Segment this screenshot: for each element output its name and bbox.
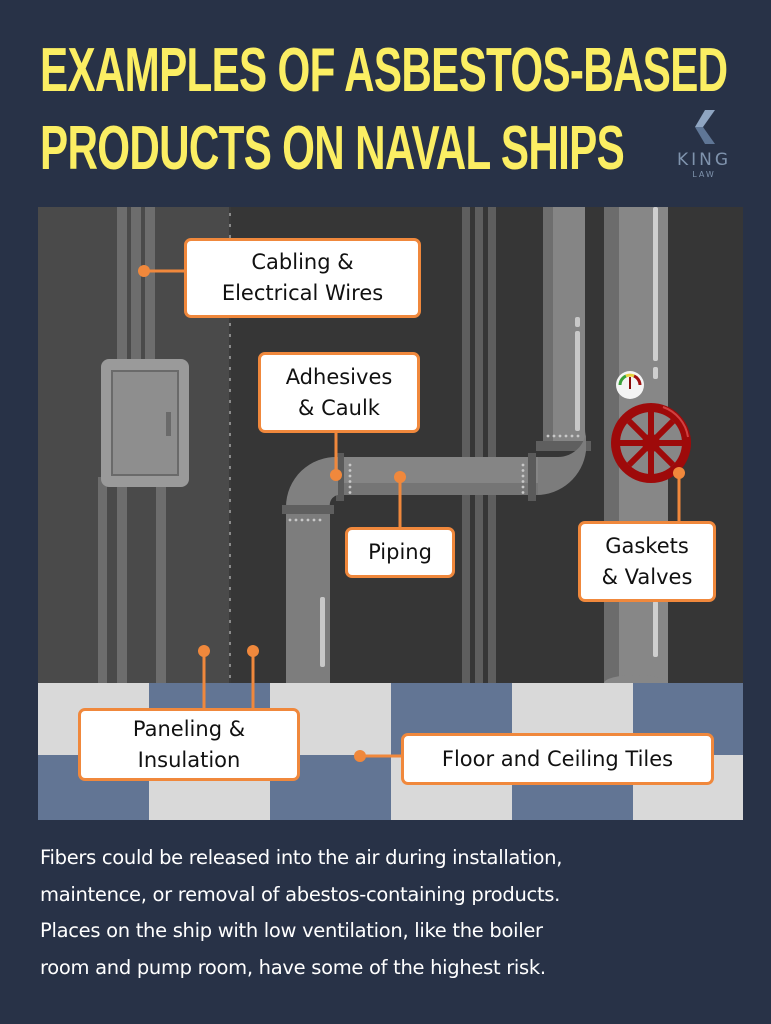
rivet bbox=[306, 518, 310, 522]
seam-rivet bbox=[229, 334, 231, 337]
seam-rivet bbox=[229, 642, 231, 645]
callout-paneling: Paneling & Insulation bbox=[78, 708, 300, 781]
rivet bbox=[552, 434, 556, 438]
seam-rivet bbox=[229, 653, 231, 656]
logo-sub: LAW bbox=[692, 170, 716, 179]
callout-gaskets-line2: & Valves bbox=[601, 564, 693, 589]
rivet bbox=[576, 434, 580, 438]
pipe-rivets bbox=[288, 434, 580, 522]
seam-rivet bbox=[229, 224, 231, 227]
seam-rivet bbox=[229, 455, 231, 458]
rivet bbox=[348, 491, 352, 494]
seam-rivet bbox=[229, 400, 231, 403]
seam-rivet bbox=[229, 367, 231, 370]
seam-rivet bbox=[229, 554, 231, 557]
seam-rivet bbox=[229, 576, 231, 579]
rivet bbox=[348, 474, 352, 478]
seam-rivet bbox=[229, 488, 231, 491]
logo-brand: KING bbox=[676, 150, 732, 170]
seam-rivet bbox=[229, 356, 231, 359]
seam-rivet bbox=[229, 609, 231, 612]
electrical-box bbox=[101, 359, 189, 487]
seam-rivet bbox=[229, 510, 231, 513]
callout-gaskets: Gaskets & Valves bbox=[578, 521, 716, 602]
seam-rivet bbox=[229, 477, 231, 480]
callout-gaskets-line1: Gaskets bbox=[605, 533, 689, 558]
seam-rivets bbox=[229, 213, 231, 678]
callout-adhesives-line1: Adhesives bbox=[285, 364, 393, 389]
seam-rivet bbox=[229, 587, 231, 590]
seam-rivet bbox=[229, 521, 231, 524]
ship-illustration: Cabling & Electrical Wires Adhesives & C… bbox=[38, 207, 743, 820]
seam-rivet bbox=[229, 631, 231, 634]
seam-rivet bbox=[229, 565, 231, 568]
seam-rivet bbox=[229, 213, 231, 216]
rivet bbox=[558, 434, 562, 438]
rivet bbox=[521, 480, 525, 483]
chevron-left-icon bbox=[695, 110, 715, 144]
seam-rivet bbox=[229, 378, 231, 381]
callout-tiles-line1: Floor and Ceiling Tiles bbox=[441, 746, 674, 771]
seam-rivet bbox=[229, 411, 231, 414]
rivet bbox=[312, 518, 316, 522]
pressure-gauge bbox=[616, 371, 644, 399]
callout-tiles: Floor and Ceiling Tiles bbox=[401, 733, 714, 785]
seam-rivet bbox=[229, 499, 231, 502]
king-law-logo: KING LAW bbox=[668, 110, 740, 179]
rivet bbox=[294, 518, 298, 522]
seam-rivet bbox=[229, 345, 231, 348]
callout-cabling-line1: Cabling & bbox=[251, 250, 354, 274]
seam-rivet bbox=[229, 422, 231, 425]
seam-rivet bbox=[229, 444, 231, 447]
footer-line: Fibers could be released into the air du… bbox=[40, 846, 563, 869]
seam-rivet bbox=[229, 323, 231, 326]
rivet bbox=[521, 463, 525, 467]
seam-rivet bbox=[229, 543, 231, 546]
seam-rivet bbox=[229, 664, 231, 667]
elbow-pipe-left bbox=[282, 456, 338, 691]
rivet bbox=[318, 518, 322, 522]
seam-rivet bbox=[229, 620, 231, 623]
rivet bbox=[521, 491, 525, 494]
rivet bbox=[570, 434, 574, 438]
callout-cabling: Cabling & Electrical Wires bbox=[184, 238, 421, 318]
rivet bbox=[521, 469, 525, 472]
callout-paneling-line2: Insulation bbox=[137, 747, 241, 772]
valve-wheel bbox=[611, 403, 691, 483]
footer-text: Fibers could be released into the air du… bbox=[40, 840, 740, 986]
callout-paneling-line1: Paneling & bbox=[132, 716, 246, 741]
seam-rivet bbox=[229, 433, 231, 436]
rivet bbox=[546, 434, 550, 438]
rivet bbox=[348, 485, 352, 489]
seam-rivet bbox=[229, 389, 231, 392]
rivet bbox=[521, 485, 525, 489]
title-line-2: PRODUCTS ON NAVAL SHIPS bbox=[40, 114, 625, 183]
callout-piping: Piping bbox=[345, 527, 455, 578]
callout-adhesives-line2: & Caulk bbox=[298, 395, 380, 420]
rivet bbox=[521, 474, 525, 478]
callout-connectors bbox=[138, 265, 685, 762]
footer-line: room and pump room, have some of the hig… bbox=[40, 955, 546, 979]
seam-rivet bbox=[229, 675, 231, 678]
rivet bbox=[300, 518, 304, 522]
callout-adhesives: Adhesives & Caulk bbox=[258, 352, 420, 433]
rivet bbox=[348, 469, 352, 472]
footer-line: maintence, or removal of abestos-contain… bbox=[40, 882, 561, 906]
title-line-1: EXAMPLES OF ASBESTOS-BASED bbox=[40, 36, 728, 105]
seam-rivet bbox=[229, 598, 231, 601]
callout-cabling-line2: Electrical Wires bbox=[221, 281, 384, 305]
callout-piping-line1: Piping bbox=[368, 540, 432, 564]
seam-rivet bbox=[229, 235, 231, 238]
rivet bbox=[348, 463, 352, 467]
vertical-pipe-right bbox=[536, 207, 591, 451]
rivet bbox=[348, 480, 352, 483]
footer-line: Places on the ship with low ventilation,… bbox=[40, 919, 543, 942]
rivet bbox=[564, 434, 568, 438]
seam-rivet bbox=[229, 466, 231, 469]
rivet bbox=[288, 518, 292, 522]
seam-rivet bbox=[229, 532, 231, 535]
thin-pipes bbox=[462, 207, 496, 683]
